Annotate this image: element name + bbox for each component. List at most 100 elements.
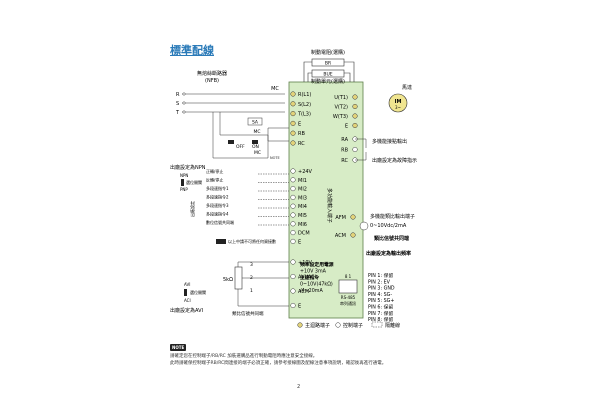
rs485-pin-4: PIN 4: SG-: [368, 292, 392, 298]
di-label-5: 多段速指令4: [206, 211, 229, 217]
avi-switch-label: 選位開關: [190, 289, 206, 295]
motor-symbol: IM: [395, 99, 402, 105]
analog-terminals-terminal-2: [290, 288, 296, 294]
brake-wire-left: [303, 61, 312, 82]
brake-unit-label: 制動單元(選購): [311, 78, 345, 85]
relay-terminals-label-1: RB: [341, 148, 348, 154]
afm-terminal: [350, 214, 356, 220]
rs485-pin-5: PIN 5: SG+: [368, 298, 394, 304]
acm-note: 類比信號共同端: [373, 235, 409, 242]
di-label-0: 正轉/停止: [206, 168, 223, 174]
digital-terminals-label-8: E: [298, 239, 301, 245]
rs485-pin-1: PIN 1: 保留: [368, 272, 393, 279]
acm-label: ACM: [335, 233, 346, 239]
digital-terminals-label-6: MI6: [298, 222, 307, 228]
di-label-3: 多段速指令2: [206, 194, 229, 200]
afm-label: AFM: [335, 215, 346, 221]
relay-contact-rc: [355, 152, 367, 161]
digital-terminals-terminal-5: [290, 212, 296, 218]
relay-note: 出廠設定為故障指示: [372, 157, 417, 164]
analog-terminals-terminal-3: [290, 302, 296, 309]
output-terminals-terminal-1: [352, 103, 358, 110]
mc-contact-label: MC: [254, 150, 261, 156]
brake-wire-right: [344, 61, 355, 82]
sa-box: [247, 117, 263, 126]
note-line-2: 此時請確保控制端子RB/RC間連接的端子必須正確，請參考接線圖及配線注意事項說明…: [170, 361, 387, 366]
npn-switch: [181, 179, 184, 186]
page-title: 標準配線: [170, 44, 214, 57]
phase-input-R: [182, 92, 186, 96]
inverter-panel: [288, 81, 364, 319]
pot-wire-bot: [237, 289, 289, 307]
relay-loop-wire: [212, 112, 289, 159]
power-terminals-label-2: T(L3): [297, 112, 311, 118]
on-label: ON: [252, 144, 259, 150]
digital-terminals-label-0: +24V: [298, 169, 313, 175]
note-line-1: 請確定您在控制端子/RB/RC 加裝選購品進行制動電阻時應注意安全接線。: [170, 354, 318, 359]
brake-resistor-label: 制動電阻(選購): [311, 49, 345, 56]
rs485-pin-7: PIN 7: 保留: [368, 310, 393, 317]
analog-terminals-label-2: ACM: [298, 289, 309, 295]
page-number: 2: [297, 384, 301, 390]
notes: NOTE 請確定您在控制端子/RB/RC 加裝選購品進行制動電阻時應注意安全接線…: [170, 344, 470, 367]
motor-phase: 3~: [395, 105, 401, 110]
phase-label-R: R: [176, 92, 180, 98]
analog-terminals-label-0: +10V: [298, 260, 313, 266]
output-terminals-label-3: E: [345, 124, 348, 130]
power-terminals-label-3: E: [298, 121, 301, 127]
legend-main: 主迴路端子: [305, 322, 330, 329]
relay-title: 多機能接點輸出: [372, 138, 407, 145]
output-terminals-terminal-3: [352, 122, 358, 129]
power-terminals-terminal-0: [290, 91, 296, 97]
digital-terminals-terminal-2: [290, 186, 296, 192]
power-terminals-label-4: RB: [298, 131, 305, 137]
afm-range: 0~10Vdc/2mA: [370, 223, 407, 229]
power-terminals-label-0: R(L1): [298, 92, 311, 98]
brake-unit-box: [311, 69, 345, 78]
digital-terminals-terminal-4: [290, 203, 296, 209]
note-badge-mid: NOTE: [270, 156, 280, 160]
rs485-pin-3: PIN 3: GND: [368, 286, 395, 292]
digital-terminals-terminal-1: [290, 177, 296, 183]
power-terminals-terminal-3: [290, 120, 296, 126]
analog-desc-0: 頻率設定用電源: [300, 261, 334, 268]
nfb-code: (NFB): [205, 78, 219, 84]
legend-control: 控制端子: [343, 322, 363, 329]
analog-desc-1: +10V 3mA: [300, 269, 327, 275]
sa-label: SA: [252, 120, 259, 126]
mc-small-label: MC: [253, 129, 260, 135]
rs485-connector: [338, 279, 358, 294]
rs485-label: RS-485: [341, 295, 356, 300]
analog-terminals-label-1: AVI/ACI: [298, 275, 316, 281]
off-label: OFF: [236, 144, 245, 150]
rs485-pin-8: PIN 8: 保留: [368, 316, 393, 323]
relay-contact-ra: [355, 138, 367, 148]
brake-resistor-box: [311, 58, 345, 67]
output-terminals-terminal-2: [352, 113, 358, 119]
analog-desc-4: /4~20mA: [300, 288, 323, 294]
di-label-1: 反轉/停止: [206, 177, 223, 183]
pot-pin-3: 3: [250, 262, 253, 268]
digital-terminals-terminal-7: [290, 230, 296, 236]
power-terminals-terminal-4: [290, 130, 296, 136]
digital-terminals-terminal-6: [290, 221, 296, 227]
potentiometer: [234, 266, 243, 290]
brake-wire-left-2: [307, 72, 312, 82]
afm-gauge: [359, 221, 369, 231]
output-terminals-label-0: U(T1): [334, 95, 348, 101]
shield-note-badge: [216, 239, 226, 244]
rs485-pin-6: PIN 6: 保留: [368, 304, 393, 311]
analog-desc-3: 0~10V(47kΩ): [300, 282, 333, 288]
bue-label: BUE: [323, 72, 332, 78]
phase-label-T: T: [175, 110, 180, 116]
afm-title: 多機能類比輸出端子: [370, 213, 415, 220]
analog-terminals-terminal-1: [290, 273, 296, 280]
power-terminals-label-5: RC: [298, 141, 305, 147]
pot-label: 5kΩ: [223, 277, 233, 283]
digital-terminals-label-7: DCM: [298, 231, 310, 237]
legend-main-marker: [297, 322, 303, 328]
digital-terminals-label-1: MI1: [298, 178, 307, 184]
digital-terminals-terminal-0: [290, 168, 296, 174]
notes-badge: NOTE: [170, 344, 187, 351]
